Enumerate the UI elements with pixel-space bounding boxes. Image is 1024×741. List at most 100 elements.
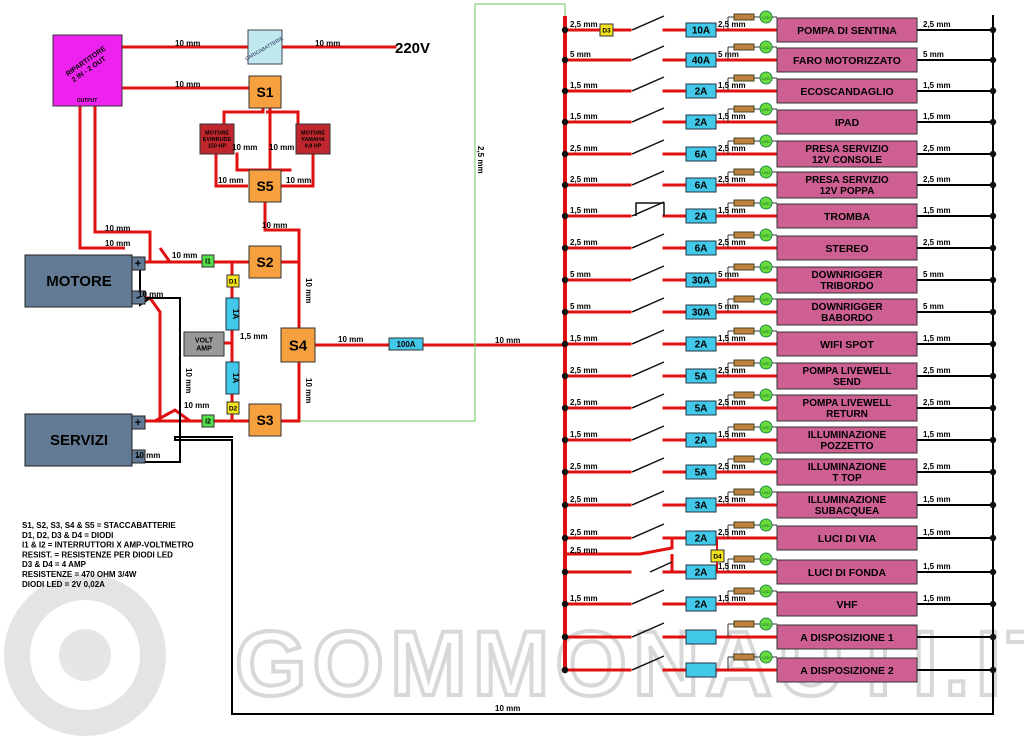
circuit-wire-out: 1,5 mm: [923, 81, 951, 90]
junction-dot: [561, 633, 569, 641]
led-label: LED: [762, 45, 770, 50]
circuit-switch: [631, 393, 665, 409]
circuit-switch: [631, 139, 665, 155]
junction-dot: [989, 468, 997, 476]
led-label: LED: [762, 523, 770, 528]
circuit-wire-mid: 1,5 mm: [718, 112, 746, 121]
wire-label: 10 mm: [138, 290, 163, 299]
circuit-fuse-label: 2A: [695, 534, 708, 545]
circuit-fuse-label: 5A: [695, 372, 708, 383]
junction-dot: [989, 372, 997, 380]
circuit-wire-mid: 5 mm: [718, 270, 739, 279]
circuit-wire-out: 1,5 mm: [923, 594, 951, 603]
junction-dot: [989, 404, 997, 412]
junction-dot: [561, 568, 569, 576]
legend-line: DIODI LED = 2V 0,02A: [22, 580, 105, 589]
circuit-wire-in: 2,5 mm: [570, 462, 598, 471]
led-resistor: LED: [727, 552, 777, 572]
circuit-wire-in: 2,5 mm: [570, 20, 598, 29]
circuit-switch: [631, 655, 665, 671]
circuit-switch: [631, 233, 665, 249]
led-resistor: LED: [727, 228, 777, 248]
load-19: A DISPOSIZIONE 1: [776, 624, 918, 650]
circuit-wire-mid: 2,5 mm: [718, 528, 746, 537]
wire: [222, 108, 265, 130]
circuit-wire-in: 5 mm: [570, 270, 591, 279]
circuit-fuse: 2A: [685, 596, 717, 612]
circuit-fuse-label: 5A: [695, 404, 708, 415]
plus-terminal: +: [135, 417, 141, 429]
wire-label: 10 mm: [184, 368, 193, 393]
switch-s4-label: S4: [289, 337, 308, 354]
circuit-wire-out: 1,5 mm: [923, 430, 951, 439]
circuit-fuse: 3A: [685, 497, 717, 513]
circuit-fuse: 6A: [685, 146, 717, 162]
wire: [139, 262, 151, 307]
junction-dot: [561, 87, 569, 95]
plus-terminal: +: [135, 258, 141, 270]
circuit-wire-out: 2,5 mm: [923, 366, 951, 375]
junction-dot: [561, 308, 569, 316]
led-label: LED: [762, 201, 770, 206]
wire-label: 10 mm: [338, 335, 363, 344]
volt-amp-meter-label: AMP: [196, 346, 212, 353]
interrupter-i1: I1: [201, 254, 215, 268]
wire-label: 10 mm: [262, 221, 287, 230]
diode-d4: D4: [710, 549, 725, 563]
circuit-wire-out: 2,5 mm: [923, 144, 951, 153]
junction-dot: [561, 600, 569, 608]
circuit-fuse-label: 2A: [695, 118, 708, 129]
fuse-1a-bottom-label: 1A: [231, 373, 240, 383]
load-6: TROMBA: [776, 203, 918, 229]
circuit-fuse-label: 2A: [695, 568, 708, 579]
circuit-wire-mid: 2,5 mm: [718, 238, 746, 247]
interrupter-i2: I2: [201, 414, 215, 428]
junction-dot: [561, 372, 569, 380]
junction-dot: [561, 468, 569, 476]
led-label: LED: [762, 457, 770, 462]
wire-label: 10 mm: [135, 451, 160, 460]
led-resistor: LED: [727, 134, 777, 154]
wire-label: 10 mm: [105, 224, 130, 233]
circuit-fuse-label: 6A: [695, 181, 708, 192]
circuit-wire-mid: 2,5 mm: [718, 398, 746, 407]
switch-s5: S5: [248, 169, 282, 203]
switch-s5-label: S5: [256, 178, 273, 194]
junction-dot: [561, 276, 569, 284]
circuit-wire-out: 1,5 mm: [923, 528, 951, 537]
wire: [93, 106, 152, 262]
circuit-wire-out: 2,5 mm: [923, 462, 951, 471]
led-label: LED: [762, 170, 770, 175]
circuit-switch: [631, 622, 665, 638]
junction-dot: [989, 308, 997, 316]
volt-amp-meter-label: VOLT: [195, 338, 214, 345]
led-label: LED: [762, 139, 770, 144]
switch-s1-label: S1: [256, 84, 273, 100]
load-17-label: LUCI DI FONDA: [808, 567, 887, 579]
circuit-wire-out: 1,5 mm: [923, 334, 951, 343]
fuse-1a-bottom: 1A: [225, 361, 240, 395]
junction-dot: [561, 150, 569, 158]
circuit-switch: [631, 265, 665, 281]
circuit-wire-in: 2,5 mm: [570, 144, 598, 153]
circuit-fuse: 2A: [685, 114, 717, 130]
circuit-switch: [631, 589, 665, 605]
circuit-wire-mid: 2,5 mm: [718, 462, 746, 471]
load-0: POMPA DI SENTINA: [776, 17, 918, 43]
circuit-wire-in: 2,5 mm: [570, 495, 598, 504]
junction-dot: [989, 87, 997, 95]
led-resistor: LED: [727, 518, 777, 538]
load-5-label: 12V POPPA: [820, 186, 875, 197]
led-resistor: LED: [727, 196, 777, 216]
load-7: STEREO: [776, 235, 918, 261]
wire-label: 10 mm: [315, 39, 340, 48]
junction-dot: [561, 244, 569, 252]
circuit-switch: [631, 76, 665, 92]
junction-dot: [561, 501, 569, 509]
led-label: LED: [762, 490, 770, 495]
circuit-wire-out: 1,5 mm: [923, 112, 951, 121]
led-resistor: LED: [727, 102, 777, 122]
load-5-label: PRESA SERVIZIO: [805, 175, 889, 186]
